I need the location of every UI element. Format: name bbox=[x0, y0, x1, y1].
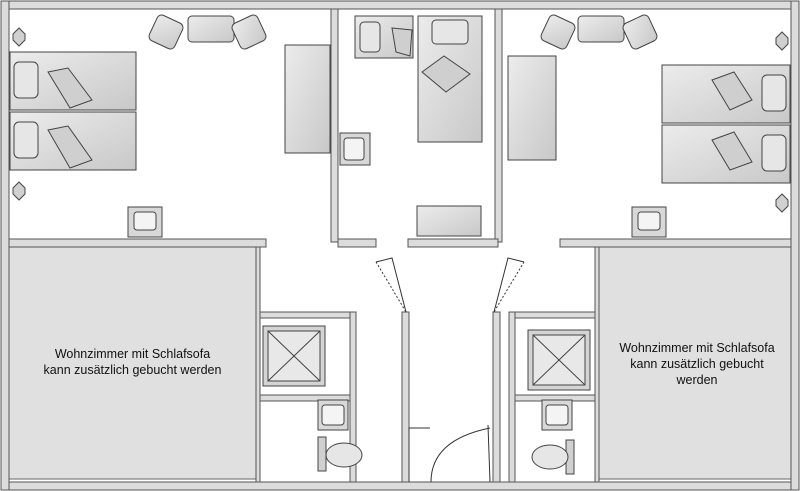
interior-walls bbox=[8, 8, 792, 483]
left-bath-sink bbox=[317, 399, 349, 431]
middle-washbasin bbox=[339, 132, 371, 166]
right-nightstands bbox=[775, 31, 789, 213]
left-living-room-line-1: Wohnzimmer mit Schlafsofa bbox=[54, 347, 211, 361]
right-living-room-line-3: werden bbox=[676, 373, 718, 387]
left-double-bed bbox=[9, 51, 137, 171]
middle-desk bbox=[416, 205, 482, 237]
left-armchairs bbox=[148, 14, 267, 50]
right-living-room-line-2: kann zusätzlich gebucht bbox=[630, 357, 764, 371]
right-toilet bbox=[531, 439, 575, 475]
left-shower bbox=[262, 325, 326, 387]
right-bath-sink bbox=[541, 399, 573, 431]
middle-single-bed bbox=[354, 15, 483, 143]
right-living-room bbox=[598, 246, 793, 480]
right-wardrobe bbox=[507, 55, 557, 161]
left-living-room-label: Wohnzimmer mit Schlafsofa kann zusätzlic… bbox=[20, 346, 245, 378]
right-living-room-label: Wohnzimmer mit Schlafsofa kann zusätzlic… bbox=[602, 340, 792, 388]
right-shower bbox=[527, 329, 591, 391]
right-armchairs bbox=[540, 14, 658, 50]
left-washbasin bbox=[127, 206, 163, 238]
left-wardrobe bbox=[284, 44, 331, 154]
left-nightstands bbox=[12, 27, 26, 201]
right-washbasin bbox=[631, 206, 667, 238]
doors bbox=[375, 257, 525, 483]
left-living-room-line-2: kann zusätzlich gebucht werden bbox=[43, 363, 222, 377]
right-living-room-line-1: Wohnzimmer mit Schlafsofa bbox=[619, 341, 775, 355]
left-toilet bbox=[317, 436, 363, 472]
left-living-room bbox=[8, 246, 257, 480]
right-double-bed bbox=[661, 64, 791, 184]
